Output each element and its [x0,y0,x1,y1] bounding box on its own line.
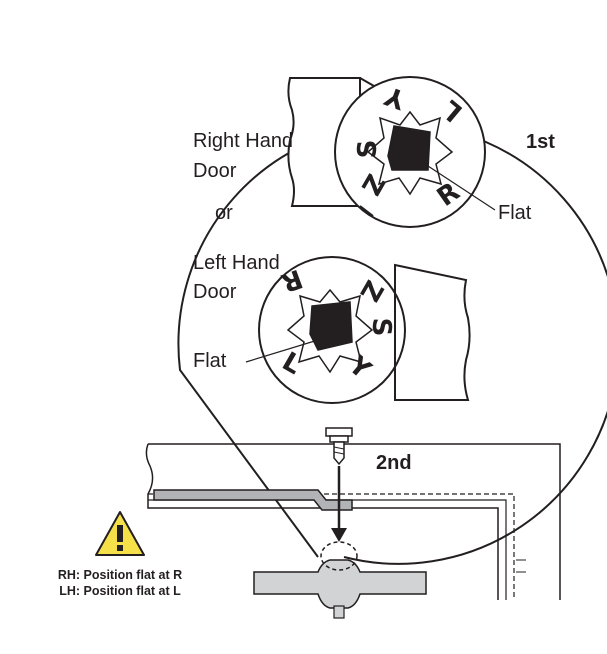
label-left-hand-door: Door [193,281,237,303]
mounting-screw [325,427,353,466]
label-flat-bottom: Flat [193,350,227,372]
key-shaft-bottom [309,301,353,351]
spindle-highlight [320,541,358,571]
label-right-hand-door: Door [193,160,237,182]
right-hand-door-dial: Y L S Z R [287,76,496,228]
key-shaft-top [387,125,431,171]
warning-triangle-icon [95,511,145,556]
label-flat-top: Flat [498,202,532,224]
step-second-label: 2nd [376,452,412,474]
left-hand-door-dial: R Z S Y L [245,256,471,404]
closer-arm [153,489,353,511]
warning-line-rh: RH: Position flat at R [58,568,182,582]
warning-line-lh: LH: Position flat at L [59,584,181,598]
door-section-bottom [394,263,471,401]
label-or: or [215,202,233,224]
label-left-hand: Left Hand [193,252,280,274]
closer-body [253,541,427,619]
dial-letter-s-lh: S [366,318,396,337]
dial-letter-s: S [353,140,383,159]
step-first-label: 1st [526,131,555,153]
label-right-hand: Right Hand [193,130,293,152]
down-arrow-icon [331,466,347,542]
